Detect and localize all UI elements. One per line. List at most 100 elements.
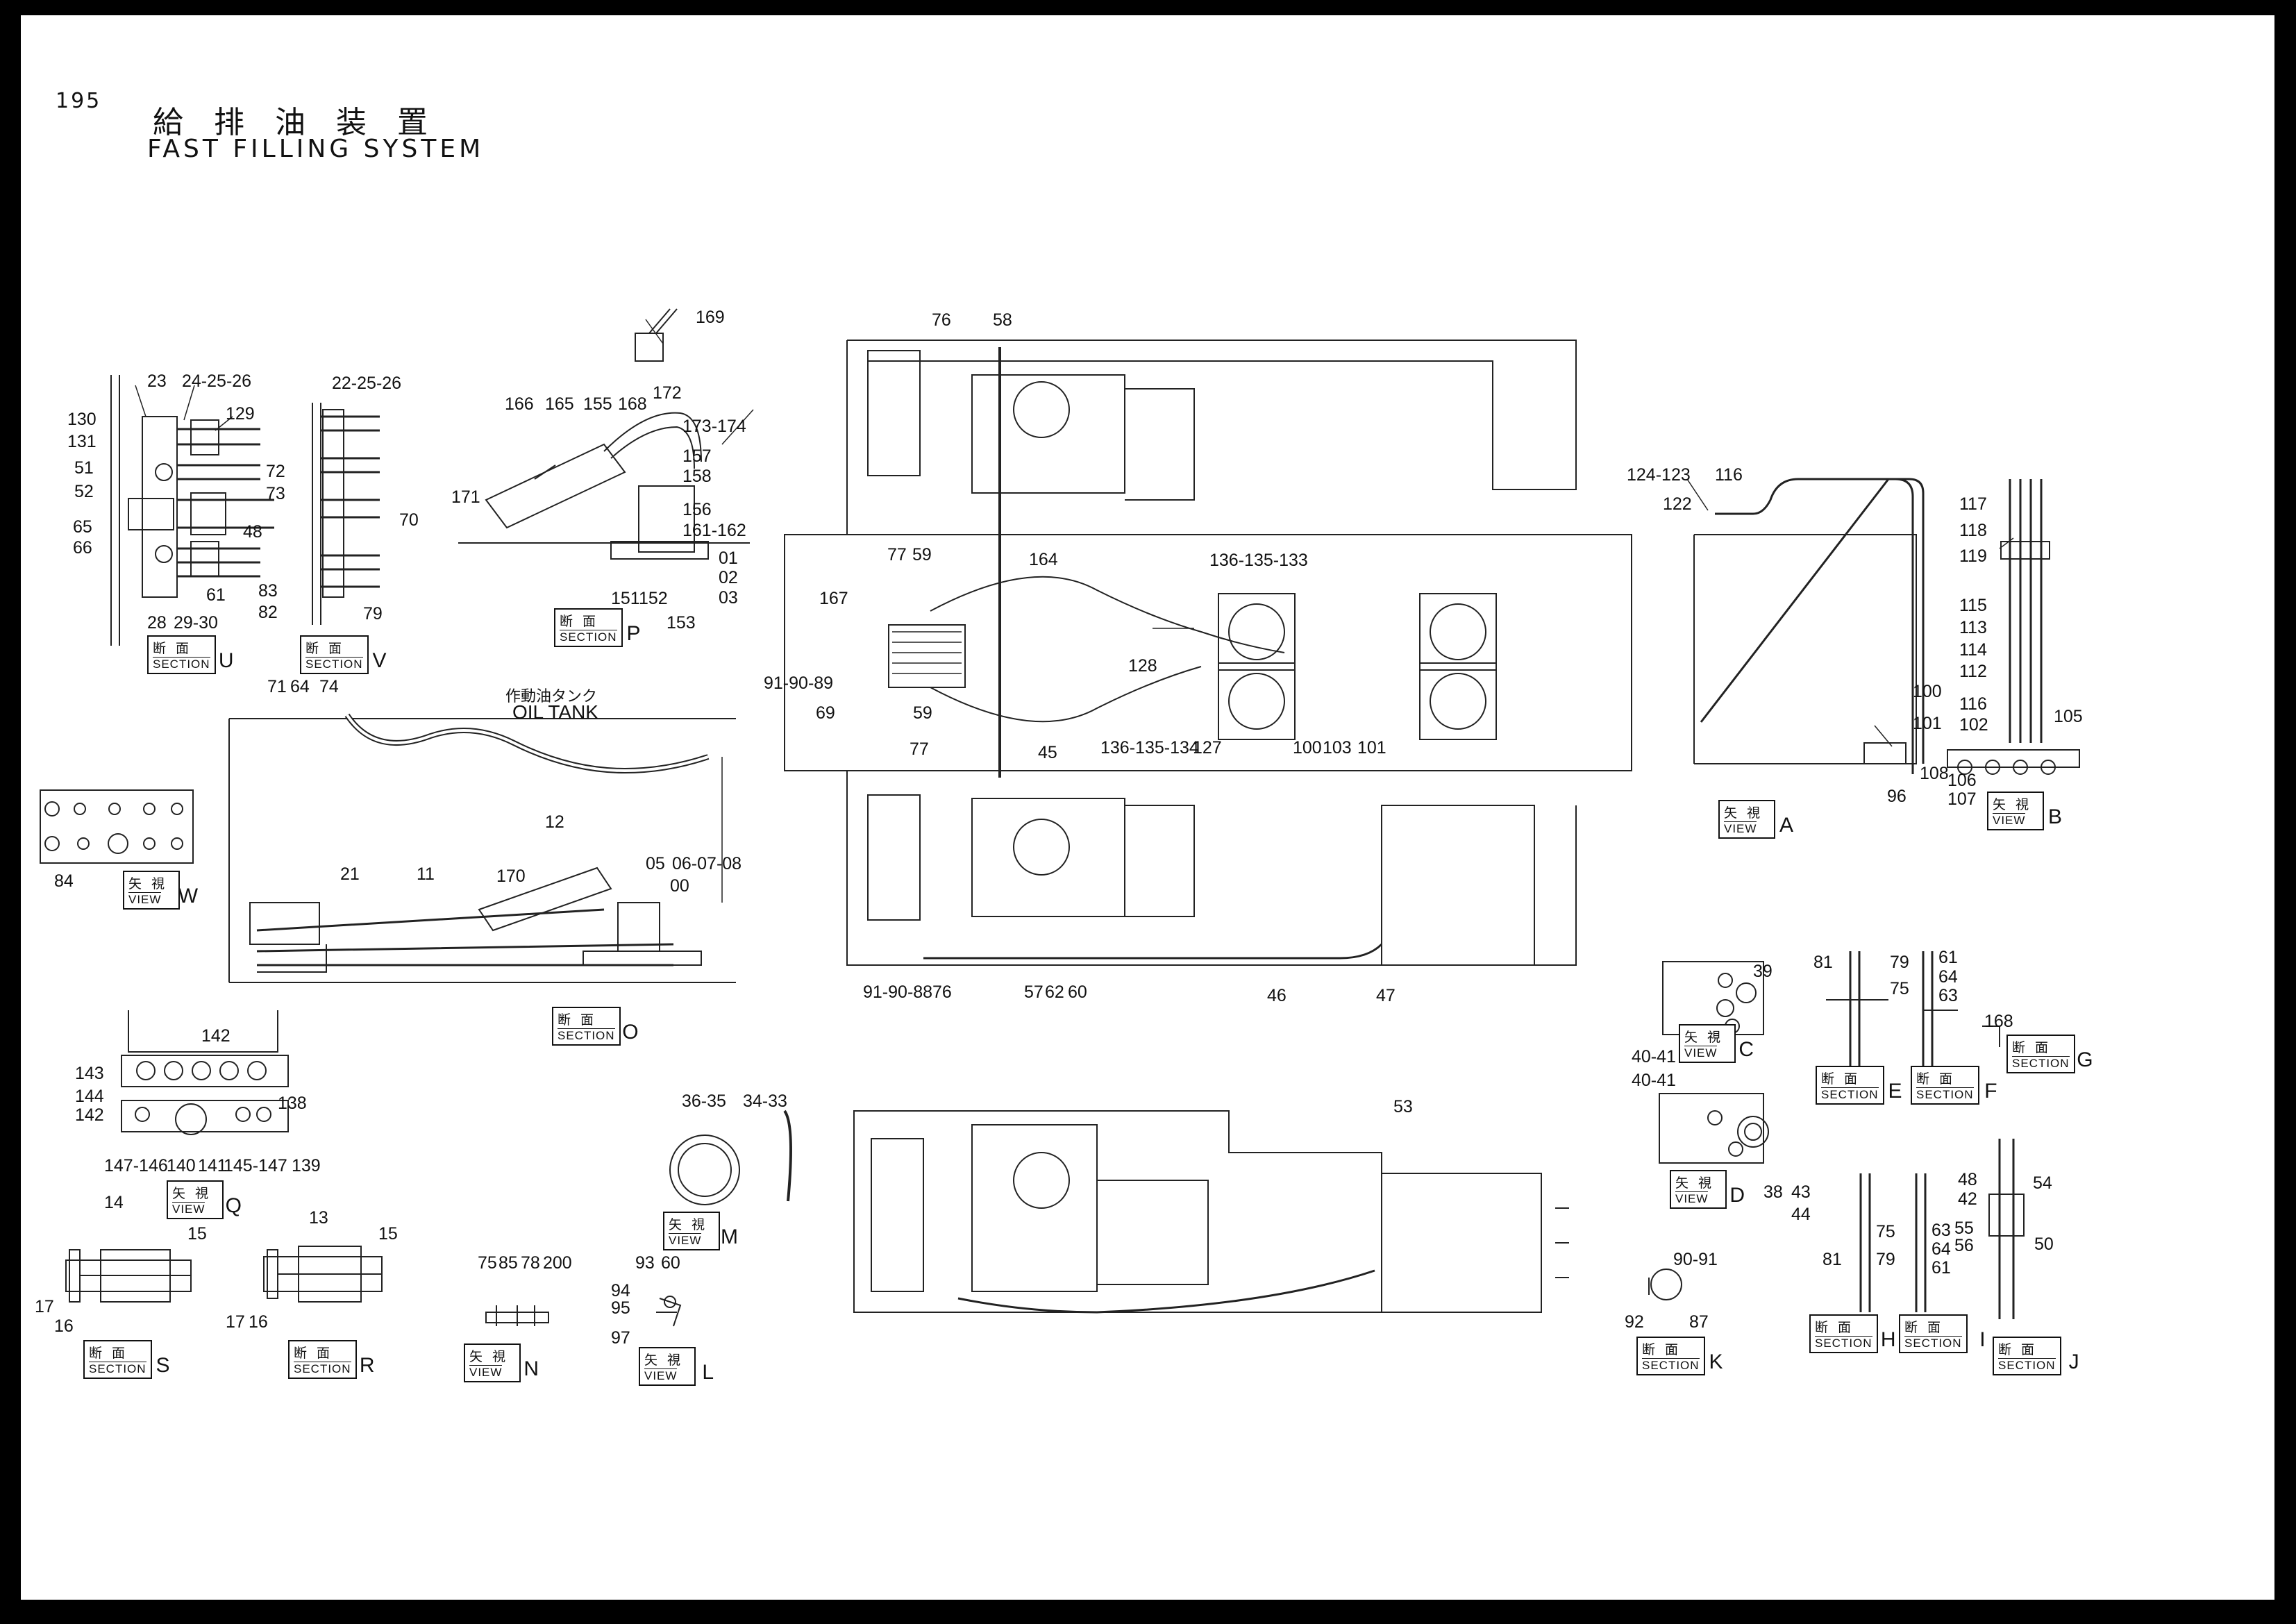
part-label: 66 (73, 538, 92, 558)
main-plan-view-drawing (785, 340, 1632, 965)
part-label: 61 (1932, 1258, 1951, 1278)
part-label: 84 (54, 871, 74, 891)
part-label: 94 (611, 1281, 630, 1300)
part-label: 75 (1876, 1222, 1895, 1241)
section-r-drawing (264, 1246, 382, 1302)
part-label: 118 (1959, 521, 1987, 540)
part-label: 145-147 (224, 1156, 287, 1175)
part-label: 79 (1876, 1250, 1895, 1269)
part-label: 47 (1376, 986, 1396, 1005)
section-k-drawing (1649, 1269, 1682, 1300)
part-label: 71 (267, 677, 287, 696)
part-label: 122 (1663, 494, 1692, 514)
part-label: 55 (1954, 1219, 1974, 1238)
part-label: 100 (1293, 738, 1322, 757)
part-label: 15 (378, 1224, 398, 1244)
part-label: 06-07-08 (672, 854, 742, 873)
part-label: 114 (1959, 640, 1987, 660)
part-label: 76 (932, 310, 951, 330)
part-label: 14 (104, 1193, 124, 1212)
part-label: 83 (258, 581, 278, 601)
part-label: 34-33 (743, 1091, 787, 1111)
part-label: 77 (887, 545, 907, 564)
part-label: 81 (1822, 1250, 1842, 1269)
part-label: 17 (35, 1297, 54, 1316)
main-side-view-drawing (854, 1111, 1569, 1312)
part-label: 131 (67, 432, 97, 451)
part-label: 75 (1890, 979, 1909, 998)
part-label: 40-41 (1632, 1071, 1676, 1090)
part-label: 79 (363, 604, 383, 623)
part-label: 141 (198, 1156, 227, 1175)
part-label: 103 (1323, 738, 1352, 757)
part-label: 50 (2034, 1234, 2054, 1254)
part-label: 63 (1938, 986, 1958, 1005)
part-label: 147-146 (104, 1156, 168, 1175)
part-label: 102 (1959, 715, 1988, 735)
part-label: 48 (243, 522, 262, 542)
part-label: 171 (451, 487, 480, 507)
part-label: 105 (2054, 707, 2083, 726)
part-label: 164 (1029, 550, 1058, 569)
part-label: 58 (993, 310, 1012, 330)
part-label: 139 (292, 1156, 321, 1175)
part-label: 151 (611, 589, 640, 608)
part-label: 60 (1068, 982, 1087, 1002)
part-label: 46 (1267, 986, 1287, 1005)
part-label: 166 (505, 394, 534, 414)
part-label: 73 (266, 484, 285, 503)
part-label: 72 (266, 462, 285, 481)
part-label: 85 (498, 1253, 518, 1273)
part-label: 136-135-133 (1209, 551, 1308, 570)
part-label: 129 (226, 404, 255, 424)
part-label: 23 (147, 371, 167, 391)
part-label: 173-174 (682, 417, 746, 436)
part-label: 60 (661, 1253, 680, 1273)
part-label: 00 (670, 876, 689, 896)
part-label: 130 (67, 410, 97, 429)
part-label: 106 (1947, 771, 1977, 790)
part-label: 119 (1959, 546, 1987, 566)
section-p-drawing (458, 309, 750, 559)
part-label: 93 (635, 1253, 655, 1273)
part-label: 02 (719, 568, 738, 587)
part-label: 61 (1938, 948, 1958, 967)
part-label: 59 (913, 703, 932, 723)
part-label: 152 (639, 589, 668, 608)
section-s-drawing (66, 1250, 191, 1302)
part-label: 79 (1890, 953, 1909, 972)
part-label: 136-135-134 (1100, 738, 1199, 757)
part-label: 16 (54, 1316, 74, 1336)
part-label: 112 (1959, 662, 1987, 681)
part-label: 53 (1393, 1097, 1413, 1116)
part-label: 108 (1920, 764, 1949, 783)
part-label: 62 (1045, 982, 1064, 1002)
part-label: 200 (543, 1253, 572, 1273)
part-label: 70 (399, 510, 419, 530)
oil-tank-label-en: OIL TANK (512, 701, 598, 723)
part-label: 39 (1753, 962, 1773, 981)
part-label: 153 (667, 613, 696, 633)
part-label: 59 (912, 545, 932, 564)
part-label: 29-30 (174, 613, 218, 633)
part-label: 52 (74, 482, 94, 501)
part-label: 96 (1887, 787, 1907, 806)
